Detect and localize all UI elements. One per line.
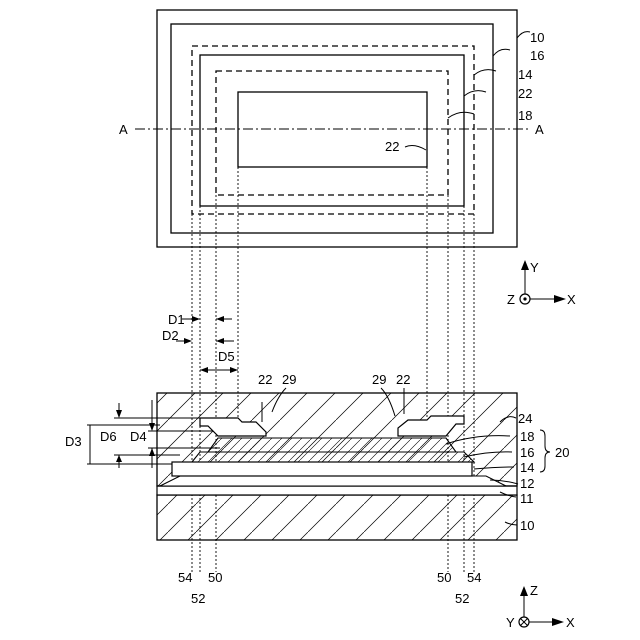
label-cs-29-left: 29 bbox=[282, 372, 296, 387]
axis-y-label: Y bbox=[530, 260, 539, 275]
layer-14 bbox=[172, 462, 472, 476]
label-16: 16 bbox=[530, 48, 544, 63]
brace-20 bbox=[540, 430, 550, 472]
dim-d4: D4 bbox=[130, 429, 147, 444]
axis-z-bottom-label: Z bbox=[530, 583, 538, 598]
layer-18-outline bbox=[216, 71, 448, 195]
layer-22-outline bbox=[200, 55, 464, 206]
label-cs-11: 11 bbox=[520, 491, 534, 506]
bottom-refs: 54 50 52 50 54 52 bbox=[178, 570, 481, 606]
label-cs-20: 20 bbox=[555, 445, 569, 460]
label-14: 14 bbox=[518, 67, 532, 82]
label-18: 18 bbox=[518, 108, 532, 123]
leader-16 bbox=[493, 49, 510, 56]
section-mark-right: A bbox=[535, 122, 544, 137]
layer-18 bbox=[208, 438, 456, 452]
layer-11 bbox=[157, 486, 517, 495]
cross-section: 22 29 29 22 24 18 16 14 12 11 10 20 bbox=[157, 372, 569, 540]
ref-54-right: 54 bbox=[467, 570, 481, 585]
label-cs-16: 16 bbox=[520, 445, 534, 460]
leader-inner-22 bbox=[405, 146, 426, 150]
label-inner-22: 22 bbox=[385, 139, 399, 154]
leader-18 bbox=[448, 112, 474, 118]
dim-d5: D5 bbox=[218, 349, 235, 364]
ref-50-left: 50 bbox=[208, 570, 222, 585]
layer-12 bbox=[160, 476, 506, 486]
ref-52-left: 52 bbox=[191, 591, 205, 606]
axes-indicator-top: Y Z X bbox=[507, 260, 576, 307]
section-mark-left: A bbox=[119, 122, 128, 137]
axis-x-bottom-label: X bbox=[566, 615, 575, 630]
leader-10 bbox=[517, 32, 530, 38]
label-cs-29-right: 29 bbox=[372, 372, 386, 387]
label-cs-14: 14 bbox=[520, 460, 534, 475]
label-cs-10: 10 bbox=[520, 518, 534, 533]
axes-indicator-bottom: Z Y X bbox=[506, 583, 575, 630]
label-cs-24: 24 bbox=[518, 411, 532, 426]
axis-y-bottom-label: Y bbox=[506, 615, 515, 630]
dim-d6: D6 bbox=[100, 429, 117, 444]
label-cs-22-left: 22 bbox=[258, 372, 272, 387]
label-22: 22 bbox=[518, 86, 532, 101]
top-view: A A 10 16 14 22 18 22 bbox=[119, 10, 544, 247]
substrate-10 bbox=[157, 495, 517, 540]
label-cs-12: 12 bbox=[520, 476, 534, 491]
label-10: 10 bbox=[530, 30, 544, 45]
axis-x-label: X bbox=[567, 292, 576, 307]
ref-50-right: 50 bbox=[437, 570, 451, 585]
axis-z-label: Z bbox=[507, 292, 515, 307]
label-cs-18: 18 bbox=[520, 429, 534, 444]
label-cs-22-right: 22 bbox=[396, 372, 410, 387]
ref-52-right: 52 bbox=[455, 591, 469, 606]
ref-54-left: 54 bbox=[178, 570, 192, 585]
layer-16 bbox=[192, 452, 474, 462]
leader-22 bbox=[464, 91, 486, 96]
dim-d3: D3 bbox=[65, 434, 82, 449]
